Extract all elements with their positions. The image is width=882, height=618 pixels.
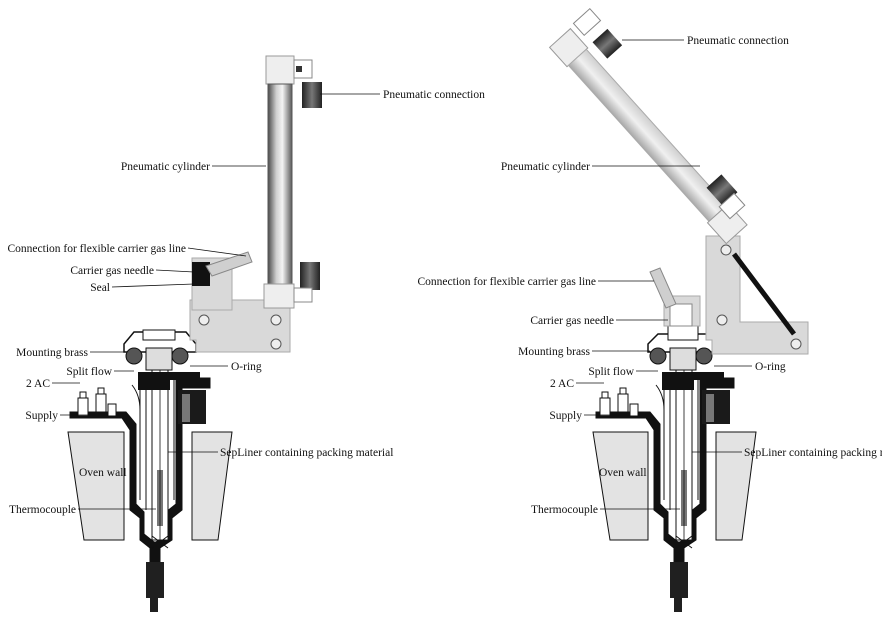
right-injector (550, 9, 808, 612)
label-o-ring: O-ring (231, 361, 262, 373)
label-carrier-gas-needle: Carrier gas needle (70, 265, 154, 277)
pneumatic-fitting-top-r (593, 29, 623, 59)
pneumatic-cylinder (268, 84, 292, 284)
label-supply: Supply (25, 410, 58, 422)
label-connection-flexible: Connection for flexible carrier gas line (8, 243, 187, 255)
supply-fitting-1 (78, 398, 88, 416)
label-pneumatic-connection: Pneumatic connection (383, 89, 485, 101)
label-oven-wall: Oven wall (79, 467, 127, 479)
supply-fitting-2 (96, 394, 106, 412)
oven-wall-left-block (68, 432, 124, 540)
bracket-screw-3 (271, 339, 281, 349)
label-mounting-brass-r: Mounting brass (518, 346, 590, 358)
label-mounting-brass: Mounting brass (16, 347, 88, 359)
right-labels: Pneumatic connection Pneumatic cylinder … (418, 35, 882, 516)
label-split-flow: Split flow (66, 366, 112, 378)
label-pneumatic-cylinder-r: Pneumatic cylinder (501, 161, 590, 173)
label-oven-wall-r: Oven wall (599, 467, 647, 479)
injector-neck-dark (146, 562, 164, 612)
label-2ac: 2 AC (26, 378, 50, 390)
label-seal: Seal (90, 282, 110, 294)
cylinder-bottom-cap (264, 284, 294, 308)
label-pneumatic-cylinder: Pneumatic cylinder (121, 161, 210, 173)
label-sep-liner-r: SepLiner containing packing material (744, 447, 882, 459)
label-split-flow-r: Split flow (588, 366, 634, 378)
label-carrier-gas-needle-r: Carrier gas needle (530, 315, 614, 327)
pneumatic-cylinder-tilted (550, 29, 747, 244)
o-ring-left-b (172, 348, 188, 364)
bracket-screw-2 (271, 315, 281, 325)
label-pneumatic-connection-r: Pneumatic connection (687, 35, 789, 47)
cylinder-top-cap (266, 56, 294, 84)
bracket-screw-1 (199, 315, 209, 325)
label-2ac-r: 2 AC (550, 378, 574, 390)
oven-wall-left-block-r (593, 432, 648, 540)
pneumatic-fitting-top (302, 82, 322, 108)
flexible-connection-r (650, 268, 676, 308)
label-sep-liner: SepLiner containing packing material (220, 447, 393, 459)
label-thermocouple-r: Thermocouple (531, 504, 598, 516)
o-ring-left-a (126, 348, 142, 364)
label-supply-r: Supply (549, 410, 582, 422)
label-connection-flexible-r: Connection for flexible carrier gas line (418, 276, 597, 288)
pneumatic-fitting-bottom (300, 262, 320, 290)
label-thermocouple: Thermocouple (9, 504, 76, 516)
mount-bracket-r (706, 236, 808, 354)
left-injector (68, 56, 322, 612)
label-o-ring-r: O-ring (755, 361, 786, 373)
